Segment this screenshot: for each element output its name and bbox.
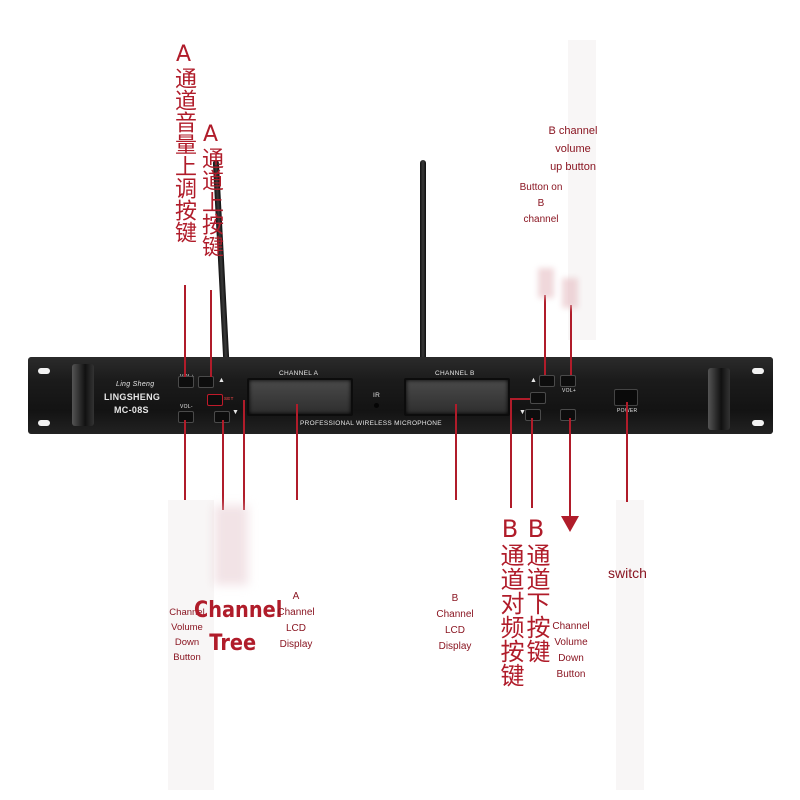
label-a-up-cn: A通道上按键 bbox=[198, 122, 223, 257]
label-b-vol-up-text: B channel volume up button bbox=[548, 125, 598, 173]
label-a-vol-down-text: Channel Volume Down Button bbox=[169, 607, 205, 663]
b-up-button[interactable] bbox=[539, 375, 555, 387]
leader-power bbox=[626, 402, 628, 502]
b-vol-up-label: VOL+ bbox=[562, 388, 577, 394]
down-arrow-label: ▼ bbox=[232, 409, 240, 416]
label-b-vol-down-text: Channel Volume Down Button bbox=[552, 621, 590, 680]
ir-label: IR bbox=[373, 392, 381, 399]
leader-b-up bbox=[544, 295, 546, 375]
rack-hole bbox=[38, 368, 50, 374]
model-name: MC-08S bbox=[114, 405, 149, 415]
a-vol-up-button[interactable] bbox=[178, 376, 194, 388]
receiver-front-panel bbox=[28, 357, 773, 434]
leader-a-up bbox=[210, 290, 212, 377]
b-vol-down-button[interactable] bbox=[560, 409, 576, 421]
leader-a-vol-up bbox=[184, 285, 186, 377]
leader-fade bbox=[562, 278, 578, 308]
label-b-lcd-text: B Channel LCD Display bbox=[436, 593, 474, 652]
brand-script: Ling Sheng bbox=[116, 381, 155, 388]
label-b-button: Button on B channel bbox=[519, 180, 563, 228]
guide-column bbox=[616, 500, 644, 790]
label-b-down-cn: B通道下按键 bbox=[522, 515, 550, 663]
label-b-vol-up: B channel volume up button bbox=[548, 122, 598, 176]
label-b-lcd: B Channel LCD Display bbox=[435, 591, 475, 655]
guide-column bbox=[168, 500, 214, 790]
leader-b-set bbox=[510, 398, 512, 508]
label-channel-tree: Channel Tree bbox=[194, 598, 283, 656]
vol-down-label: VOL- bbox=[180, 404, 193, 410]
a-set-button[interactable] bbox=[207, 394, 223, 406]
tagline: PROFESSIONAL WIRELESS MICROPHONE bbox=[300, 420, 442, 427]
leader-a-set bbox=[243, 400, 245, 510]
ir-sensor bbox=[374, 403, 379, 408]
leader-b-down bbox=[531, 418, 533, 508]
a-up-button[interactable] bbox=[198, 376, 214, 388]
rack-hole bbox=[752, 368, 764, 374]
brand-name: LINGSHENG bbox=[104, 392, 161, 402]
leader-b-vol-up bbox=[570, 305, 572, 375]
rack-handle-right bbox=[708, 368, 730, 430]
label-b-pair-cn: B通道对频按键 bbox=[496, 515, 524, 687]
rack-handle-left bbox=[72, 364, 94, 426]
up-arrow-label: ▲ bbox=[218, 377, 226, 384]
leader-a-down bbox=[222, 420, 224, 510]
label-a-lcd: A Channel LCD Display bbox=[276, 589, 316, 653]
channel-b-label: CHANNEL B bbox=[435, 370, 475, 377]
antenna-right bbox=[420, 160, 426, 360]
b-up-arrow: ▲ bbox=[530, 377, 538, 384]
label-b-vol-down: Channel Volume Down Button bbox=[548, 619, 594, 683]
leader-b-lcd bbox=[455, 404, 457, 500]
label-a-vol-up-cn: A通道音量上调按键 bbox=[171, 42, 196, 243]
b-down-button[interactable] bbox=[525, 409, 541, 421]
b-down-arrow: ▼ bbox=[519, 409, 527, 416]
leader-a-lcd bbox=[296, 404, 298, 500]
leader-a-vol-down bbox=[184, 420, 186, 500]
label-switch: switch bbox=[608, 565, 647, 581]
leader-tip bbox=[561, 516, 579, 532]
label-a-lcd-text: A Channel LCD Display bbox=[277, 591, 315, 650]
leader-b-set-h bbox=[510, 398, 530, 400]
label-a-vol-down: Channel Volume Down Button bbox=[166, 605, 208, 665]
label-b-button-text: Button on B channel bbox=[519, 182, 563, 225]
lcd-channel-b bbox=[404, 378, 510, 416]
rack-hole bbox=[38, 420, 50, 426]
channel-a-label: CHANNEL A bbox=[279, 370, 319, 377]
rack-hole bbox=[752, 420, 764, 426]
leader-fade bbox=[214, 505, 248, 585]
set-label: SET bbox=[224, 396, 234, 401]
b-set-button[interactable] bbox=[530, 392, 546, 404]
leader-fade bbox=[538, 268, 554, 298]
lcd-channel-a bbox=[247, 378, 353, 416]
a-vol-down-button[interactable] bbox=[178, 411, 194, 423]
leader-b-vol-down bbox=[569, 418, 571, 518]
b-vol-up-button[interactable] bbox=[560, 375, 576, 387]
